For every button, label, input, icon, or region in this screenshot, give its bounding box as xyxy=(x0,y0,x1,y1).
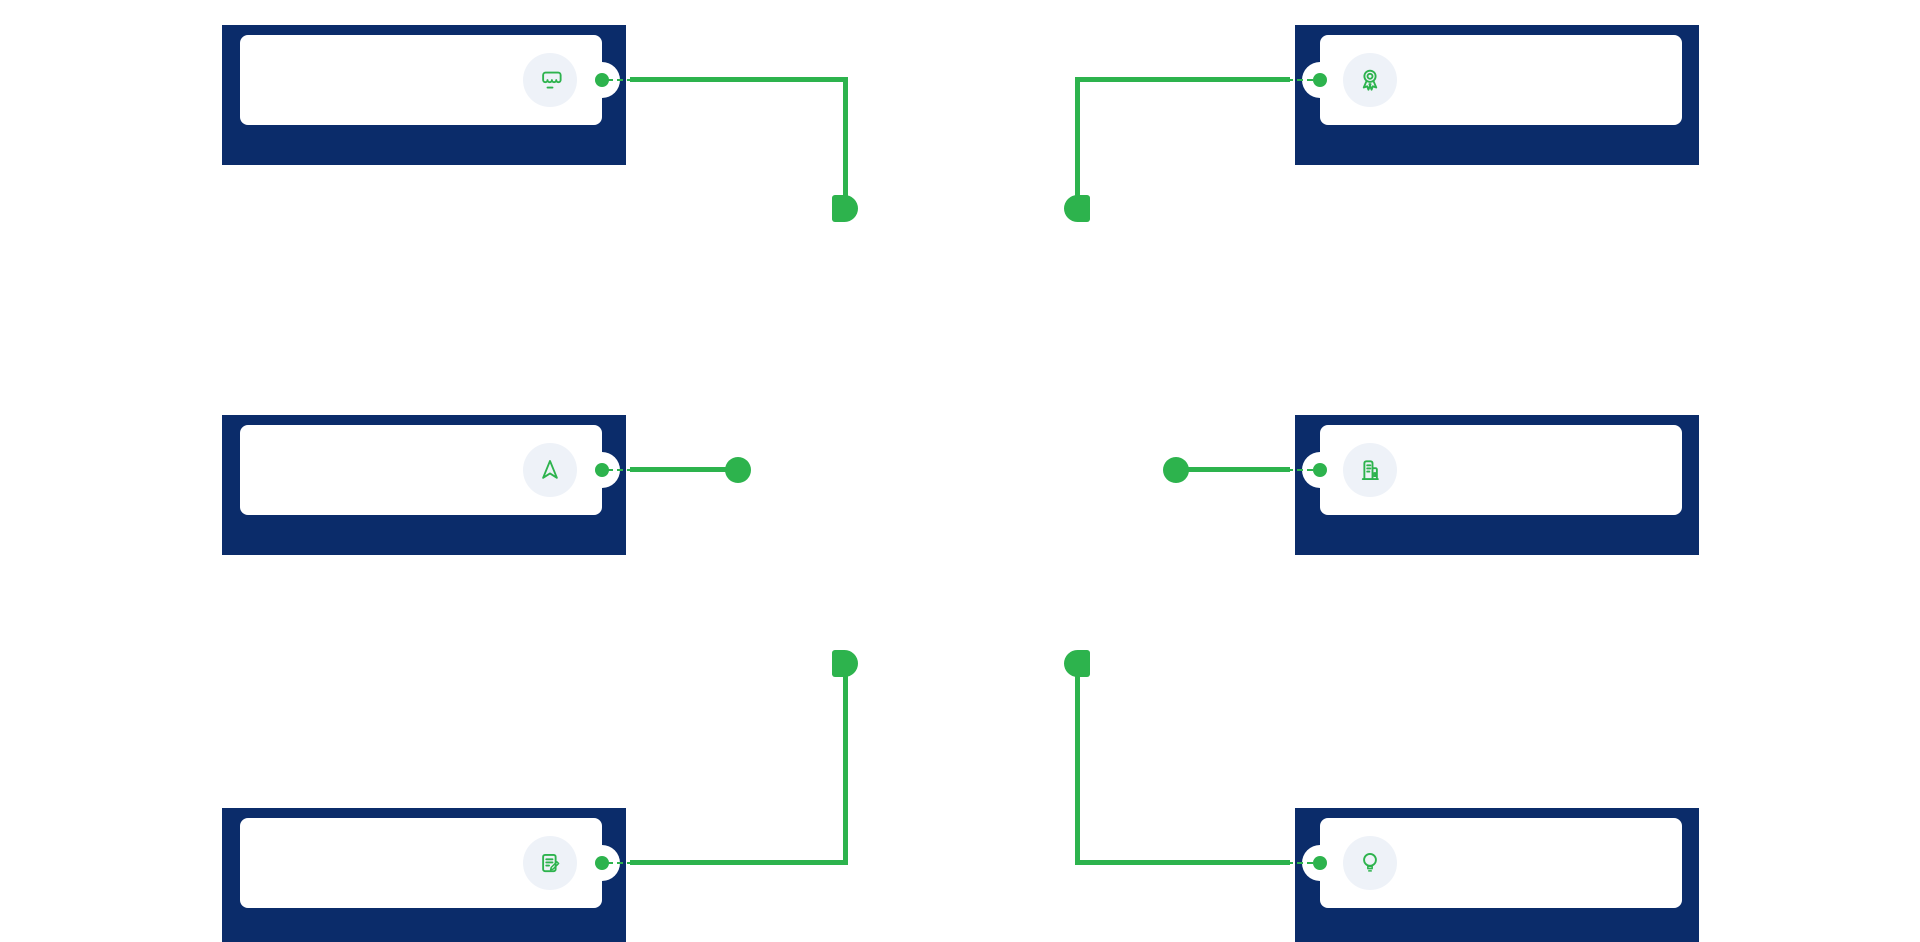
icon-circle xyxy=(1343,443,1397,497)
connector-endpoint-marker xyxy=(1064,650,1090,677)
icon-circle xyxy=(523,53,577,107)
connector-dash xyxy=(607,862,633,864)
connector-endpoint-marker xyxy=(1064,195,1090,222)
connector-dot xyxy=(595,856,609,870)
form-edit-icon xyxy=(542,853,560,873)
connector-endpoint-circle xyxy=(1163,457,1189,483)
connector-line xyxy=(630,467,730,472)
connector-line xyxy=(843,77,848,197)
connector-line xyxy=(630,860,848,865)
connector-endpoint-marker xyxy=(832,195,858,222)
icon-circle xyxy=(1343,53,1397,107)
connector-dash xyxy=(1287,862,1313,864)
connector-dash xyxy=(1287,79,1313,81)
connector-line xyxy=(630,77,848,82)
connector-line xyxy=(1075,675,1080,865)
connector-dot xyxy=(595,463,609,477)
connector-dot xyxy=(1313,856,1327,870)
connector-line xyxy=(843,675,848,865)
connector-line xyxy=(1075,860,1290,865)
connector-line xyxy=(1185,467,1290,472)
icon-circle xyxy=(1343,836,1397,890)
icon-circle xyxy=(523,443,577,497)
connector-endpoint-circle xyxy=(725,457,751,483)
icon-circle xyxy=(523,836,577,890)
connector-dot xyxy=(1313,463,1327,477)
connector-line xyxy=(1075,77,1080,197)
navigation-arrow-icon xyxy=(542,460,558,479)
connector-dot xyxy=(1313,73,1327,87)
lightbulb-icon xyxy=(1363,853,1377,872)
office-building-icon xyxy=(1361,460,1379,480)
connector-endpoint-marker xyxy=(832,650,858,677)
connector-dot xyxy=(595,73,609,87)
connector-dash xyxy=(607,79,633,81)
connector-dash xyxy=(607,469,633,471)
connector-line xyxy=(1075,77,1290,82)
medal-icon xyxy=(1362,69,1378,91)
connector-dash xyxy=(1287,469,1313,471)
storefront-icon xyxy=(542,71,562,89)
